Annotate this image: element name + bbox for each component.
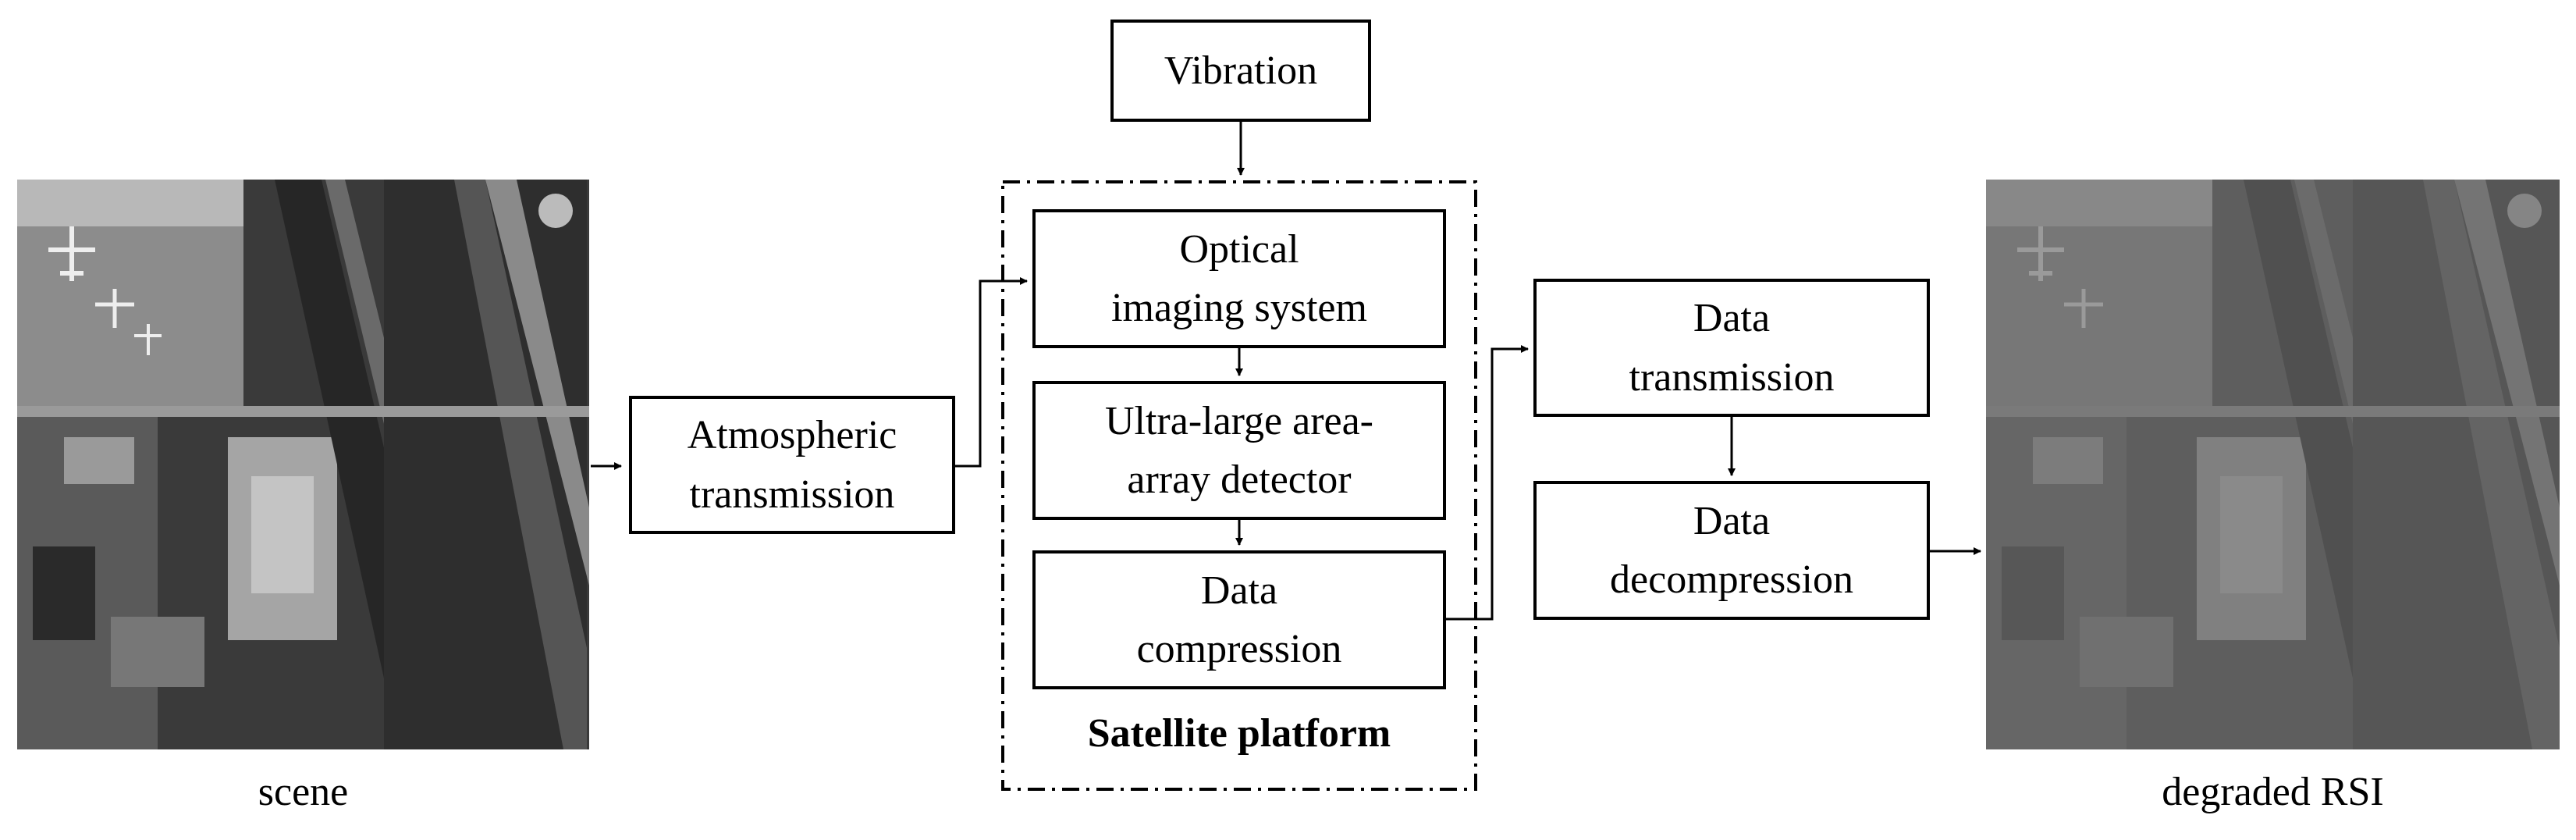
transmission-line2: transmission (1629, 354, 1835, 400)
arrow-atmospheric-to-optical (955, 277, 1028, 468)
atmospheric-transmission-node: Atmospheric transmission (629, 396, 955, 534)
scene-image (17, 180, 589, 749)
area-array-detector-node: Ultra-large area- array detector (1032, 381, 1446, 520)
arrow-compression-to-transmission (1446, 345, 1529, 621)
data-compression-node: Data compression (1032, 550, 1446, 689)
degraded-rsi-caption: degraded RSI (2162, 770, 2384, 814)
transmission-line1: Data (1693, 296, 1771, 341)
satellite-platform-label: Satellite platform (1087, 711, 1391, 756)
data-decompression-node: Data decompression (1533, 481, 1930, 620)
decompression-line2: decompression (1610, 557, 1853, 602)
vibration-node: Vibration (1110, 20, 1371, 122)
degraded-rsi-image (1986, 180, 2560, 749)
atmospheric-line2: transmission (689, 472, 895, 517)
satellite-platform-group-border (1001, 180, 1477, 791)
scene-caption: scene (258, 770, 349, 814)
detector-line1: Ultra-large area- (1104, 398, 1374, 443)
atmospheric-line1: Atmospheric (687, 413, 897, 458)
decompression-line1: Data (1693, 498, 1771, 543)
detector-line2: array detector (1127, 457, 1352, 502)
optical-line2: imaging system (1111, 286, 1367, 330)
compression-line1: Data (1200, 568, 1278, 613)
data-transmission-node: Data transmission (1533, 279, 1930, 417)
optical-imaging-system-node: Optical imaging system (1032, 209, 1446, 348)
vibration-label: Vibration (1164, 48, 1318, 93)
optical-line1: Optical (1179, 226, 1299, 272)
compression-line2: compression (1136, 627, 1342, 671)
